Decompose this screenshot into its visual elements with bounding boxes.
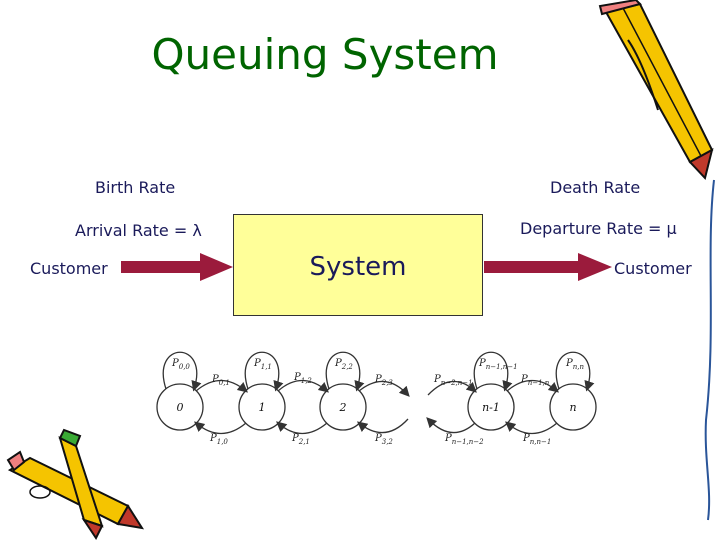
self-loop-label: Pn−1,n−1: [478, 358, 518, 371]
backward-label: Pn−1,n−2: [444, 433, 484, 446]
death-rate-label: Death Rate: [550, 178, 641, 197]
state-node: [156, 383, 204, 431]
forward-label: P0,1: [211, 374, 230, 387]
state-label: n-1: [482, 401, 500, 414]
state-label: 1: [259, 401, 266, 414]
forward-transition: [358, 380, 410, 397]
forward-transition: [195, 379, 248, 393]
forward-label: P2,3: [374, 374, 393, 387]
self-loop: [244, 351, 284, 392]
state-node: [549, 383, 597, 431]
forward-transition: [506, 379, 559, 393]
self-loop-label: P1,1: [253, 358, 272, 371]
customer-out-label: Customer: [614, 259, 692, 278]
backward-label: Pn,n−1: [522, 433, 551, 446]
self-loop: [162, 351, 202, 392]
state-label: n: [569, 401, 576, 414]
self-loop-label: P2,2: [334, 358, 353, 371]
customer-in-label: Customer: [30, 259, 108, 278]
slide-title: Queuing System: [151, 30, 499, 79]
departure-arrow: [484, 253, 612, 281]
backward-transition: [356, 418, 409, 434]
forward-transition: [427, 380, 477, 396]
backward-transition: [276, 421, 328, 435]
birth-rate-label: Birth Rate: [95, 178, 176, 197]
sketch-line: [704, 179, 715, 521]
self-loop: [325, 351, 365, 392]
departure-rate-label: Departure Rate = μ: [520, 219, 677, 238]
forward-label: Pn−2,n−1: [433, 374, 473, 387]
forward-transition: [277, 379, 329, 393]
system-label: System: [309, 252, 407, 282]
state-label: 0: [177, 401, 184, 414]
self-loop-label: P0,0: [171, 358, 190, 371]
backward-label: P1,0: [209, 433, 228, 446]
state-node: [238, 383, 286, 431]
forward-label: P1,2: [293, 372, 312, 385]
backward-label: P3,2: [374, 433, 393, 446]
markov-chain: [156, 351, 597, 435]
pencils-icon: [6, 428, 145, 540]
pencil-icon: [598, 0, 714, 181]
state-node: [467, 383, 515, 431]
self-loop-label: Pn,n: [565, 358, 584, 371]
system-box: [233, 214, 483, 316]
forward-label: Pn−1,n: [520, 374, 550, 387]
backward-transition: [194, 421, 247, 435]
arrival-rate-label: Arrival Rate = λ: [75, 221, 202, 240]
self-loop: [473, 351, 513, 392]
self-loop: [555, 351, 595, 392]
backward-transition: [426, 417, 476, 434]
state-label: 2: [339, 401, 347, 414]
arrival-arrow: [121, 253, 233, 281]
state-node: [319, 383, 367, 431]
backward-transition: [505, 421, 558, 435]
backward-label: P2,1: [291, 433, 310, 446]
